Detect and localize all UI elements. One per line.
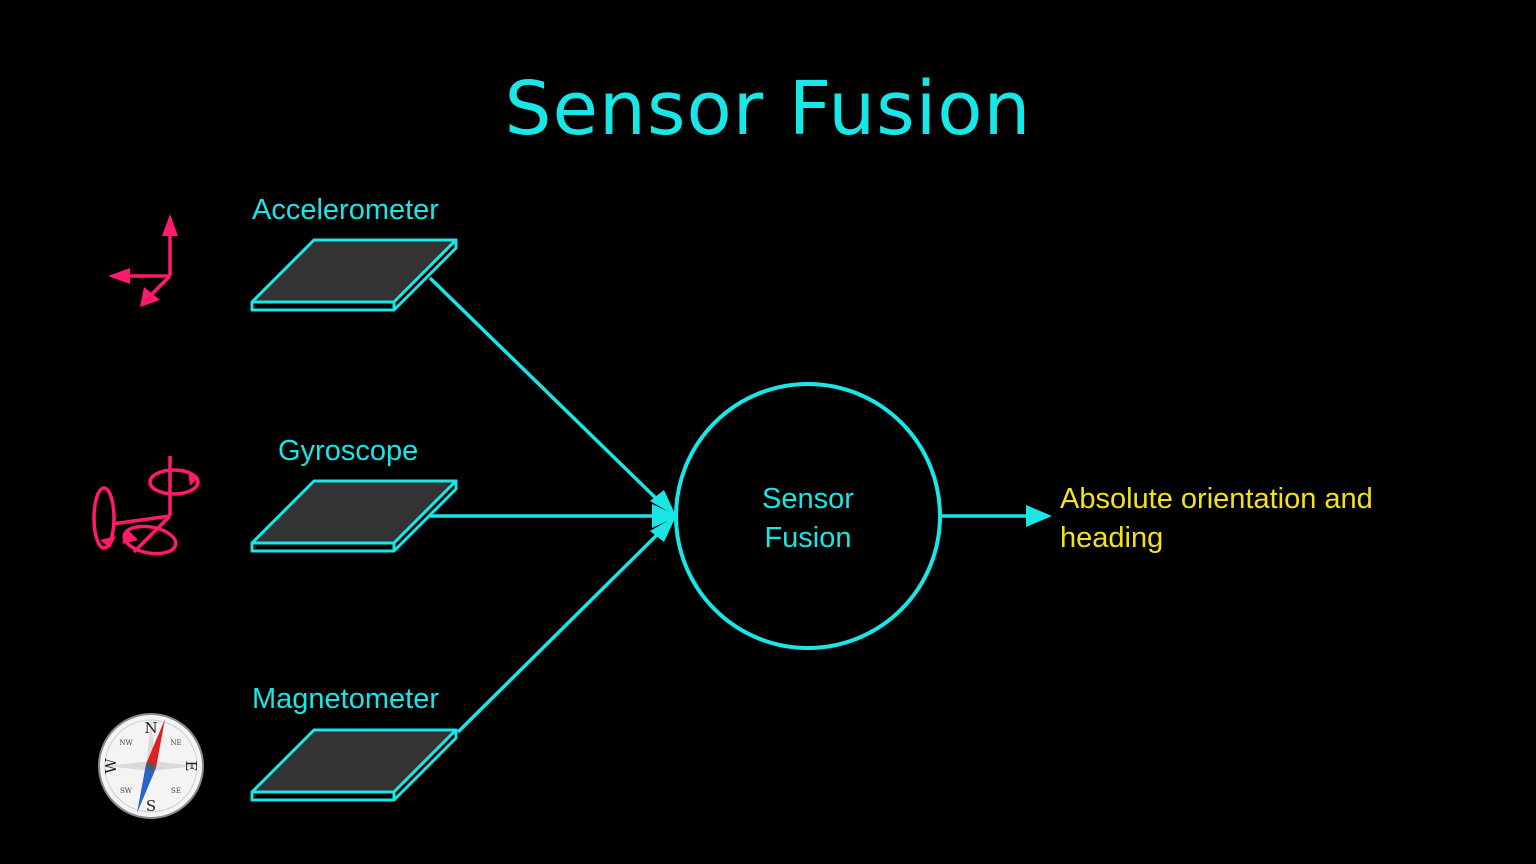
connector-magnetometer xyxy=(456,522,670,734)
arrowheads xyxy=(650,490,1052,542)
fusion-node-label: Sensor Fusion xyxy=(708,480,908,558)
compass-letter-s: S xyxy=(146,797,156,815)
fusion-node-label-line1: Sensor xyxy=(762,483,854,515)
chip-magnetometer xyxy=(250,728,458,802)
compass-letter-nw: NW xyxy=(119,739,133,747)
arrowhead-magnetometer xyxy=(650,516,676,542)
arrowhead-output xyxy=(1026,505,1052,527)
fusion-node-circle xyxy=(674,382,942,650)
sensor-label-gyroscope: Gyroscope xyxy=(278,435,419,467)
compass-letter-n: N xyxy=(144,719,157,737)
arrowhead-gyroscope xyxy=(652,504,678,528)
slide-title: Sensor Fusion xyxy=(504,66,1032,152)
gyroscope-rotation-icon xyxy=(92,456,200,556)
compass-letter-sw: SW xyxy=(120,787,133,795)
connector-accelerometer xyxy=(428,276,670,512)
arrowhead-accelerometer xyxy=(650,490,676,516)
connectors xyxy=(428,276,1030,734)
fusion-node-label-line2: Fusion xyxy=(764,522,852,554)
compass-letter-w: W xyxy=(102,758,120,774)
sensor-label-accelerometer: Accelerometer xyxy=(252,194,439,226)
compass-letter-ne: NE xyxy=(170,739,181,747)
sensor-label-magnetometer: Magnetometer xyxy=(252,683,439,715)
chip-accelerometer xyxy=(250,238,458,312)
compass-letter-se: SE xyxy=(171,787,181,795)
chip-gyroscope xyxy=(250,479,458,553)
accelerometer-axes-icon xyxy=(108,214,178,307)
output-label: Absolute orientation and heading xyxy=(1060,483,1373,554)
compass-icon: N S E W NE NW SE SW xyxy=(98,713,204,819)
compass-letter-e: E xyxy=(182,761,200,772)
